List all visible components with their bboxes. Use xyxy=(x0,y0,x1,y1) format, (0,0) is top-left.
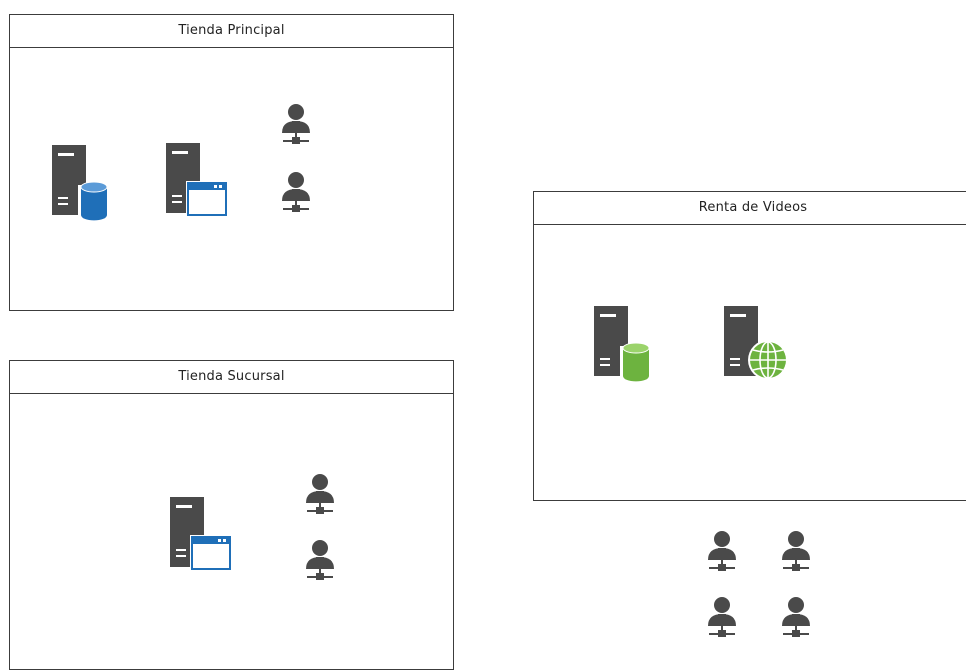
network-user-icon xyxy=(304,473,336,515)
renta-de-videos-title: Renta de Videos xyxy=(534,192,966,225)
database-server-icon xyxy=(594,306,656,382)
tienda-principal-box: Tienda Principal xyxy=(9,14,454,311)
tienda-sucursal-box: Tienda Sucursal xyxy=(9,360,454,670)
network-user-icon xyxy=(780,530,812,572)
network-user-icon xyxy=(280,171,312,213)
network-user-icon xyxy=(706,530,738,572)
application-server-icon xyxy=(170,497,234,573)
network-user-icon xyxy=(280,103,312,145)
tienda-sucursal-title: Tienda Sucursal xyxy=(10,361,453,394)
database-server-icon xyxy=(52,145,114,221)
tienda-principal-title: Tienda Principal xyxy=(10,15,453,48)
network-user-icon xyxy=(706,596,738,638)
application-server-icon xyxy=(166,143,230,219)
renta-de-videos-box: Renta de Videos xyxy=(533,191,966,501)
network-user-icon xyxy=(780,596,812,638)
network-user-icon xyxy=(304,539,336,581)
web-server-icon xyxy=(724,306,790,382)
